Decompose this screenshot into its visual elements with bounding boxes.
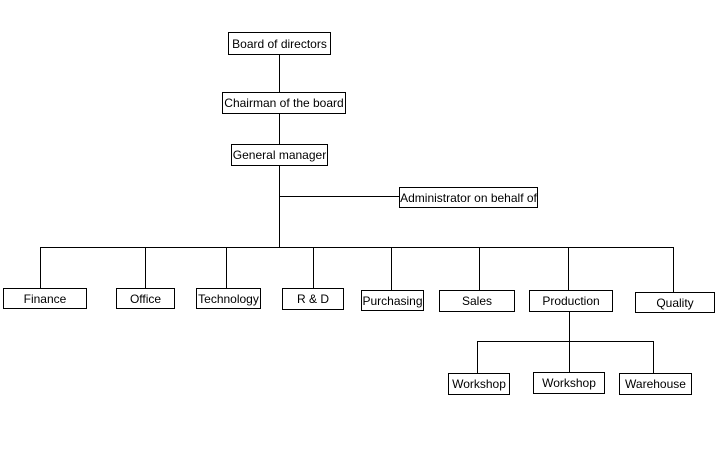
- administrator-box: Administrator on behalf of: [399, 187, 538, 208]
- department-technology: Technology: [196, 288, 261, 309]
- connector-rnd: [313, 247, 314, 288]
- connector-gm-trunk: [279, 166, 280, 248]
- department-production: Production: [529, 290, 613, 312]
- connector-warehouse: [653, 341, 654, 373]
- connector-production-bus: [477, 341, 654, 342]
- connector-production: [568, 247, 569, 291]
- chairman-box: Chairman of the board: [222, 92, 346, 114]
- connector-quality: [673, 247, 674, 292]
- connector-finance: [40, 247, 41, 288]
- connector-purchasing: [391, 247, 392, 290]
- production-unit-workshop-1: Workshop: [448, 373, 510, 395]
- connector-administrator: [279, 196, 400, 197]
- department-rnd: R & D: [282, 288, 344, 310]
- connector-technology: [226, 247, 227, 288]
- connector-sales: [479, 247, 480, 291]
- connector-department-bus: [40, 247, 674, 248]
- board-of-directors-box: Board of directors: [228, 32, 331, 55]
- department-office: Office: [116, 288, 175, 309]
- production-unit-workshop-2: Workshop: [533, 372, 605, 394]
- connector-office: [145, 247, 146, 288]
- production-unit-warehouse: Warehouse: [619, 373, 692, 395]
- connector-workshop-1: [477, 341, 478, 373]
- connector-chairman-gm: [279, 114, 280, 145]
- connector-workshop-2: [569, 341, 570, 372]
- connector-board-chairman: [279, 54, 280, 93]
- department-quality: Quality: [635, 292, 715, 313]
- department-finance: Finance: [3, 288, 87, 309]
- general-manager-box: General manager: [231, 144, 328, 166]
- department-purchasing: Purchasing: [361, 290, 424, 311]
- department-sales: Sales: [439, 290, 515, 312]
- connector-production-down: [569, 312, 570, 342]
